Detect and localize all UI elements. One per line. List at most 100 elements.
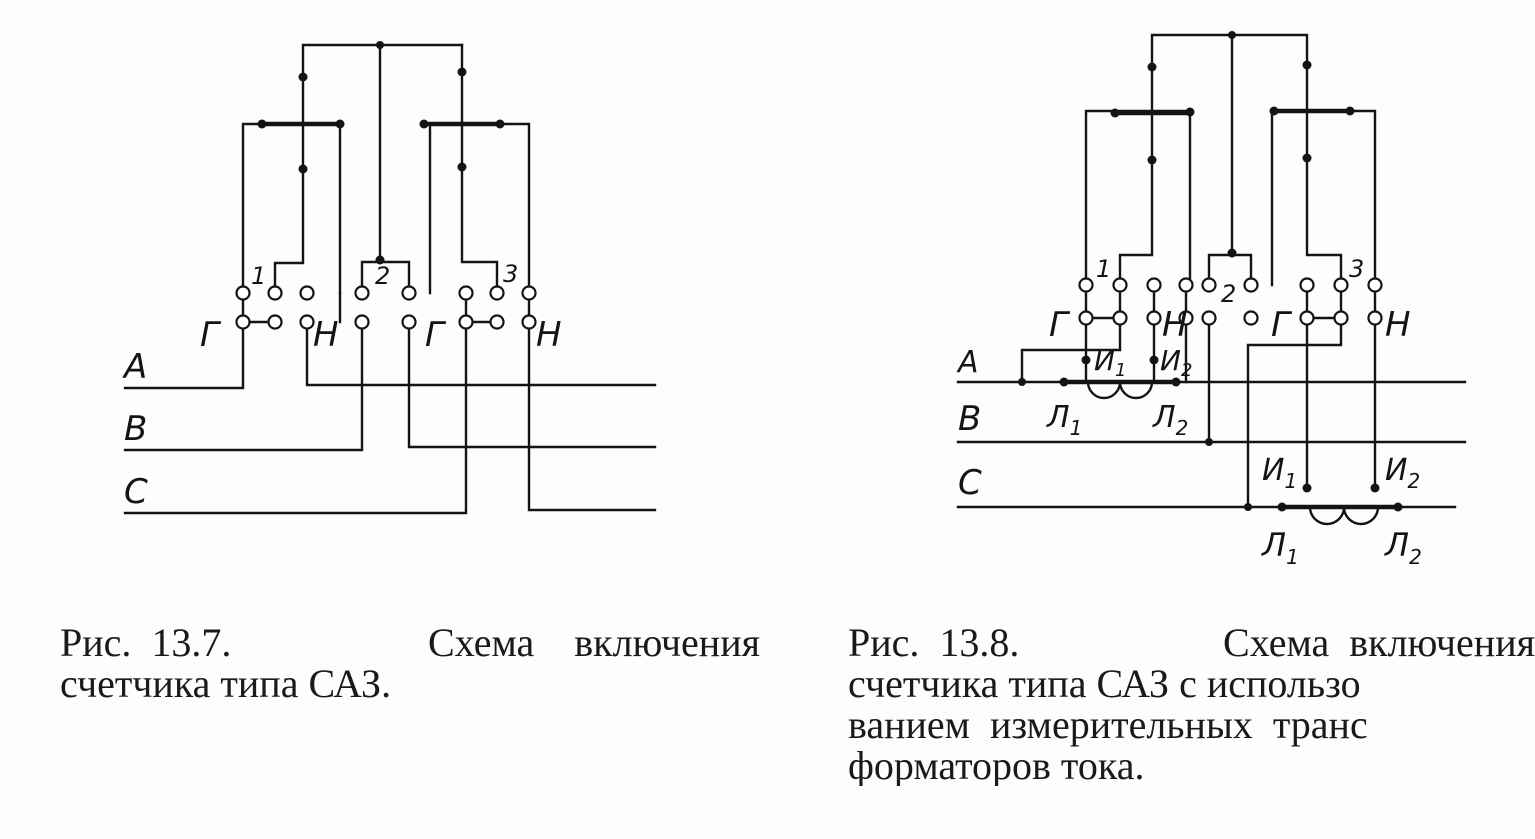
terminal [401, 285, 417, 301]
voltage-coil-1-fig1 [273, 43, 464, 295]
junction-dot [1147, 155, 1157, 165]
terminal [1333, 310, 1349, 326]
terminal [235, 314, 251, 330]
ct2-winding [1308, 506, 1380, 526]
terminal [235, 285, 251, 301]
voltage-coil-3-fig1 [460, 43, 499, 295]
terminal [521, 314, 537, 330]
element-2-number-fig1: 2 [375, 262, 390, 290]
ct1-l1-label: Л1 [1046, 400, 1082, 440]
terminal [354, 285, 370, 301]
phase-c-label-fig2: C [958, 463, 982, 503]
terminal [1146, 277, 1162, 293]
voltage-tap-a-fig2 [1020, 316, 1122, 384]
junction-dot [1302, 153, 1312, 163]
voltage-tap-c-fig2 [1246, 316, 1343, 509]
caption-figure-13-7: Рис. 13.7. Схема включения счетчика типа… [60, 622, 760, 704]
caption-figure-number: Рис. 13.7. [60, 620, 232, 665]
generator-mark-1-fig1: Г [200, 315, 222, 355]
junction-dot [1393, 502, 1403, 512]
figure-13-7-diagram: A B C 1 2 3 Г Н Г Н [122, 41, 657, 515]
terminal [1112, 310, 1128, 326]
junction-dot [1345, 106, 1355, 116]
generator-mark-3-fig2: Г [1271, 305, 1293, 345]
terminal [1243, 310, 1259, 326]
voltage-coil-3-fig2 [1305, 63, 1343, 287]
junction-dot [1081, 355, 1091, 365]
junction-dot [298, 164, 308, 174]
terminal [1201, 277, 1217, 293]
terminal [1333, 277, 1349, 293]
junction-dot [375, 255, 385, 265]
junction-dot [1277, 502, 1287, 512]
terminal [354, 314, 370, 330]
terminal [458, 285, 474, 301]
load-mark-3-fig2: Н [1385, 305, 1411, 345]
figure-13-8-diagram: A B C 1 2 3 Г Н Г Н И1 И2 Л1 Л2 И1 И2 Л1… [956, 31, 1467, 569]
terminal [1178, 277, 1194, 293]
junction-dot [1059, 377, 1069, 387]
junction-dot [1205, 438, 1213, 446]
element-3-number-fig1: 3 [503, 260, 518, 288]
terminal [1299, 310, 1315, 326]
junction-dot [1244, 503, 1252, 511]
ct2-l1-label: Л1 [1261, 526, 1299, 569]
terminal [267, 314, 283, 330]
terminal [489, 285, 505, 301]
terminal [1112, 277, 1128, 293]
terminal [521, 285, 537, 301]
junction-dot [1110, 108, 1120, 118]
element-2-number-fig2: 2 [1221, 280, 1236, 308]
load-mark-1-fig1: Н [313, 315, 339, 355]
terminal [489, 314, 505, 330]
terminal [1201, 310, 1217, 326]
caption-line-1: Рис. 13.7. Схема включения [60, 622, 760, 663]
terminal [1078, 277, 1094, 293]
caption-figure-number: Рис. 13.8. [848, 622, 1020, 665]
phase-b-load-line-fig1 [407, 320, 657, 449]
terminal [299, 285, 315, 301]
junction-dot [376, 41, 384, 49]
phase-c-load-line-fig1 [527, 320, 657, 512]
generator-mark-1-fig2: Г [1049, 305, 1071, 345]
phase-a-load-line-fig1 [305, 320, 657, 387]
junction-dot [419, 119, 429, 129]
element-1-number-fig1: 1 [251, 262, 266, 290]
junction-dot [1370, 483, 1380, 493]
caption-figure-13-8: Рис. 13.8. Схема включения счетчика типа… [848, 622, 1535, 786]
ct2-i1-label: И1 [1262, 453, 1297, 493]
phase-a-line-fig1 [123, 320, 245, 390]
junction-dot [1269, 106, 1279, 116]
junction-dot [1302, 60, 1312, 70]
caption-title-part: Схема включения [428, 620, 760, 665]
phase-c-label-fig1: C [124, 472, 148, 512]
terminal [1299, 277, 1315, 293]
junction-dot [298, 72, 308, 82]
terminal [1178, 310, 1194, 326]
junction-dot [1147, 62, 1157, 72]
generator-mark-3-fig1: Г [425, 315, 447, 355]
terminal [1243, 277, 1259, 293]
load-mark-1-fig2: Н [1162, 305, 1188, 345]
caption-line-1: Рис. 13.8. Схема включения [848, 622, 1535, 663]
terminal [299, 314, 315, 330]
element-1-number-fig2: 1 [1096, 255, 1111, 283]
junction-dot [457, 67, 467, 77]
junction-dot [1149, 355, 1159, 365]
junction-dot [1018, 378, 1026, 386]
voltage-coil-1-fig2 [1118, 33, 1309, 287]
junction-dot [1302, 483, 1312, 493]
caption-line-2: счетчика типа САЗ. [60, 661, 392, 706]
phase-b-label-fig2: B [958, 399, 981, 439]
phase-c-line-fig1 [123, 320, 468, 515]
terminal [1367, 310, 1383, 326]
terminal [1367, 277, 1383, 293]
terminal [458, 314, 474, 330]
phase-b-label-fig1: B [124, 409, 147, 449]
terminal [401, 314, 417, 330]
junction-dot [1185, 107, 1195, 117]
ct2-l2-label: Л2 [1384, 526, 1422, 569]
terminal-links-1-fig2 [1084, 283, 1188, 384]
